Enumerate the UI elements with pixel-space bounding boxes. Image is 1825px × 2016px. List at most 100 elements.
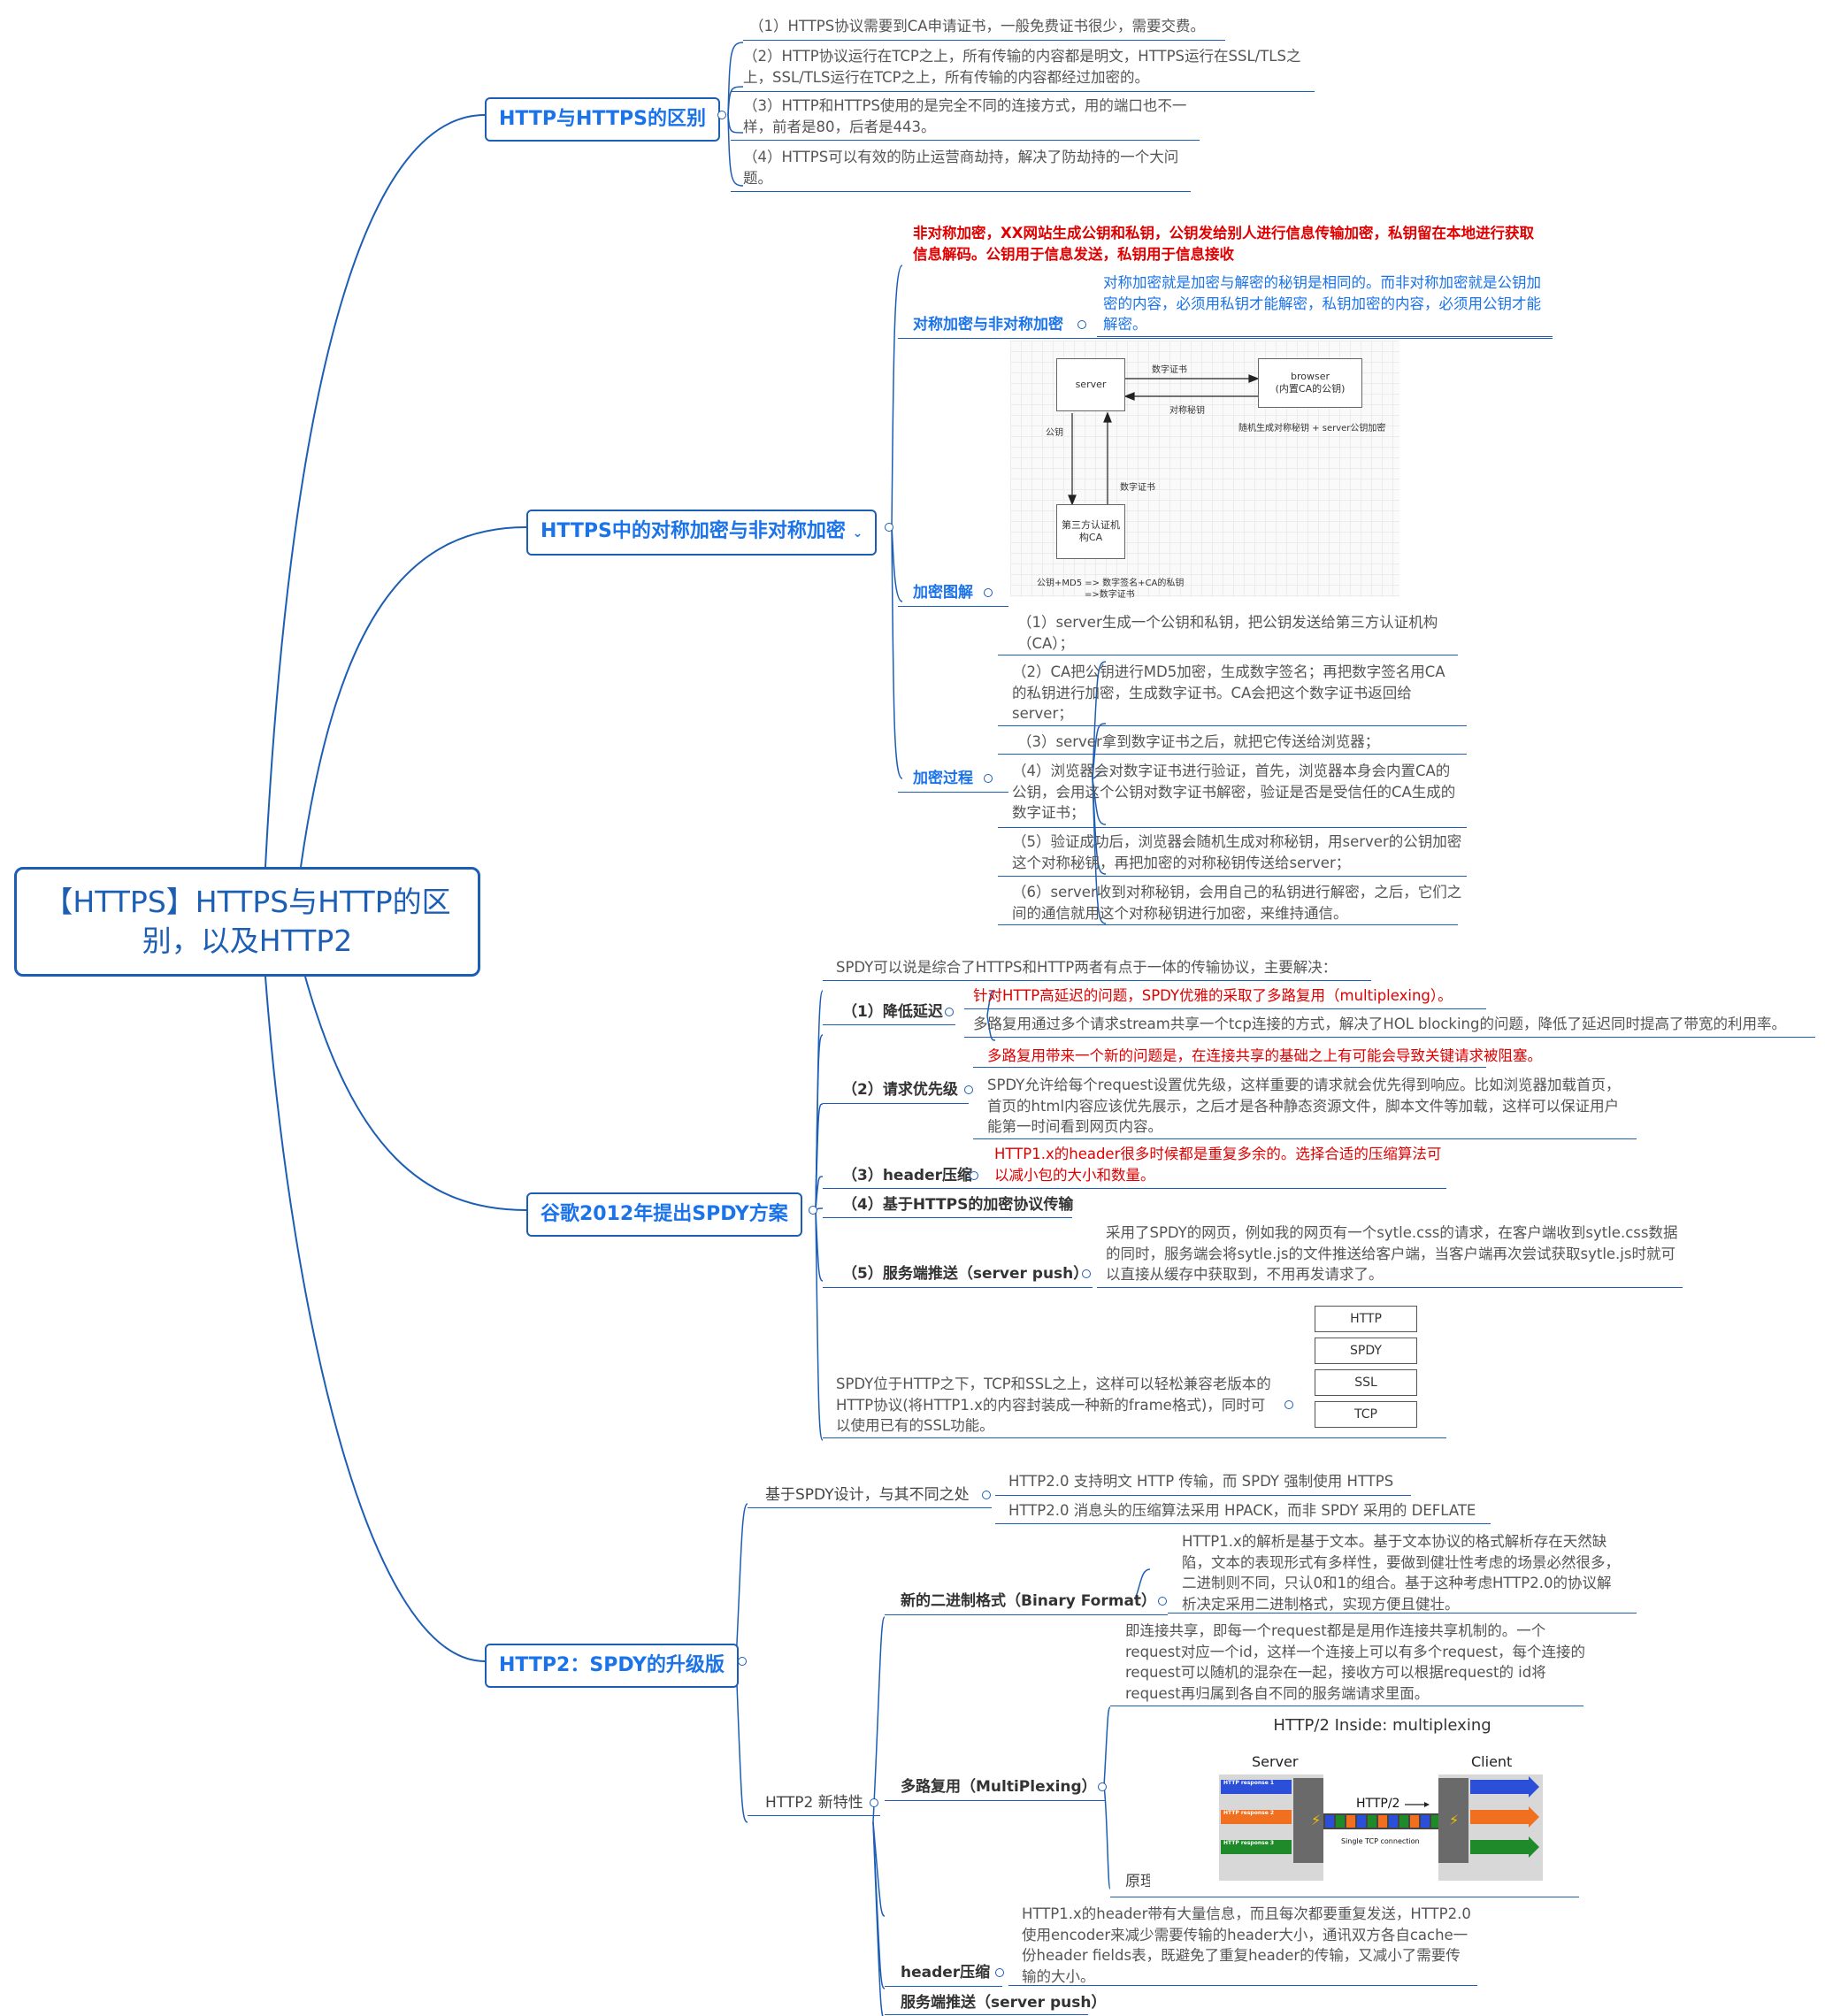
sub-diff[interactable]: 基于SPDY设计，与其不同之处 xyxy=(765,1486,970,1504)
feature-binary[interactable]: 新的二进制格式（Binary Format） xyxy=(901,1592,1157,1610)
feature-multiplexing[interactable]: 多路复用（MultiPlexing） xyxy=(901,1778,1097,1796)
priority-note: SPDY允许给每个request设置优先级，这样重要的请求就会优先得到响应。比如… xyxy=(987,1077,1621,1135)
divider xyxy=(823,1188,1446,1189)
divider xyxy=(885,1614,1168,1615)
topic-spdy[interactable]: 谷歌2012年提出SPDY方案 xyxy=(526,1192,802,1237)
collapse-toggle-icon[interactable] xyxy=(1077,320,1086,329)
sub-sym-asym[interactable]: 对称加密与非对称加密 xyxy=(913,316,1063,333)
mux-server-label: Server xyxy=(1252,1753,1299,1770)
divider xyxy=(823,980,1371,981)
step-3: （3）server拿到数字证书之后，就把它传送给浏览器； xyxy=(1017,733,1380,750)
divider xyxy=(964,1008,1486,1009)
divider xyxy=(823,1217,1072,1218)
collapse-toggle-icon[interactable] xyxy=(870,1798,878,1807)
cert-side-label: 数字证书 xyxy=(1120,483,1155,493)
browser-box-label: browser xyxy=(1290,371,1330,382)
collapse-toggle-icon[interactable] xyxy=(738,1657,747,1666)
stack-spdy: SPDY xyxy=(1315,1338,1417,1364)
divider xyxy=(731,91,1315,92)
latency-red: 针对HTTP高延迟的问题，SPDY优雅的采取了多路复用（multiplexing… xyxy=(973,987,1453,1004)
mux-title: HTTP/2 Inside: multiplexing xyxy=(1273,1716,1491,1735)
b1-note-4: （4）HTTPS可以有效的防止运营商劫持，解决了防劫持的一个大问题。 xyxy=(743,149,1179,187)
mux-client-label: Client xyxy=(1471,1753,1513,1770)
collapse-toggle-icon[interactable] xyxy=(809,1206,817,1215)
step-6: （6）server收到对称秘钥，会用自己的私钥进行解密，之后，它们之间的通信就用… xyxy=(1012,884,1462,922)
pubkey-label: 公钥 xyxy=(1046,428,1063,438)
spdy-intro: SPDY可以说是综合了HTTPS和HTTP两者有点于一体的传输协议，主要解决： xyxy=(836,959,1338,976)
random-key-label: 随机生成对称秘钥 + server公钥加密 xyxy=(1238,424,1386,433)
divider xyxy=(998,876,1467,877)
latency-note: 多路复用通过多个请求stream共享一个tcp连接的方式，解决了HOL bloc… xyxy=(973,1016,1786,1032)
collapse-toggle-icon[interactable] xyxy=(984,774,993,783)
asymmetric-note: 非对称加密，XX网站生成公钥和私钥，公钥发给别人进行信息传输加密，私钥留在本地进… xyxy=(913,225,1534,263)
divider xyxy=(823,1437,1446,1438)
b1-note-2: （2）HTTP协议运行在TCP之上，所有传输的内容都是明文，HTTPS运行在SS… xyxy=(743,48,1301,86)
encryption-diagram: server browser (内置CA的公钥) 第三方认证机 构CA 数字证书… xyxy=(1010,341,1399,600)
mux-conn-label: Single TCP connection xyxy=(1341,1837,1420,1845)
divider xyxy=(898,792,1008,793)
ca-box-sublabel: 构CA xyxy=(1078,532,1103,543)
sym-key-label: 对称秘钥 xyxy=(1169,406,1205,416)
collapse-toggle-icon[interactable] xyxy=(945,1008,954,1016)
topic-encryption-label: HTTPS中的对称加密与非对称加密 xyxy=(541,520,846,542)
topic-http2[interactable]: HTTP2：SPDY的升级版 xyxy=(485,1644,739,1688)
topic-http-vs-https[interactable]: HTTP与HTTPS的区别 xyxy=(485,97,720,142)
sub-server-push[interactable]: （5）服务端推送（server push） xyxy=(842,1265,1089,1283)
sub-latency[interactable]: （1）降低延迟 xyxy=(842,1003,943,1021)
collapse-toggle-icon[interactable] xyxy=(1284,1400,1293,1409)
divider xyxy=(885,1800,1106,1801)
divider xyxy=(964,1037,1815,1038)
feature-server-push[interactable]: 服务端推送（server push） xyxy=(901,1994,1107,2012)
feature-header-compress[interactable]: header压缩 xyxy=(901,1964,991,1982)
chevron-down-icon[interactable]: ⌄ xyxy=(852,526,863,540)
collapse-toggle-icon[interactable] xyxy=(984,588,993,597)
binary-note: HTTP1.x的解析是基于文本。基于文本协议的格式解析存在天然缺陷，文本的表现形… xyxy=(1182,1533,1620,1613)
topic-encryption[interactable]: HTTPS中的对称加密与非对称加密 ⌄ xyxy=(526,510,878,556)
divider xyxy=(885,2014,1088,2015)
ca-box-label: 第三方认证机 xyxy=(1062,519,1120,531)
collapse-toggle-icon[interactable] xyxy=(964,1085,973,1094)
diff-note-2: HTTP2.0 消息头的压缩算法采用 HPACK，而非 SPDY 采用的 DEF… xyxy=(1008,1502,1476,1519)
collapse-toggle-icon[interactable] xyxy=(1098,1782,1107,1791)
sub-header-compress[interactable]: （3）header压缩 xyxy=(842,1167,973,1184)
collapse-toggle-icon[interactable] xyxy=(1158,1597,1167,1606)
sub-diagram[interactable]: 加密图解 xyxy=(913,584,973,602)
sub-https-transport[interactable]: （4）基于HTTPS的加密协议传输 xyxy=(842,1196,1074,1214)
divider xyxy=(823,1024,955,1025)
sub-priority[interactable]: （2）请求优先级 xyxy=(842,1081,958,1099)
divider xyxy=(998,754,1467,755)
mux-streams: ⚡ ⚡ xyxy=(1219,1775,1543,1881)
divider xyxy=(995,1495,1411,1496)
spdy-layer-note: SPDY位于HTTP之下，TCP和SSL之上，这样可以轻松兼容老版本的HTTP协… xyxy=(836,1376,1271,1434)
divider xyxy=(898,606,1008,607)
root-topic[interactable]: 【HTTPS】HTTPS与HTTP的区别，以及HTTP2 xyxy=(14,867,480,977)
formula-label: 公钥+MD5 => 数字签名+CA的私钥 xyxy=(1037,579,1185,588)
priority-red: 多路复用带来一个新的问题是，在连接共享的基础之上有可能会导致关键请求被阻塞。 xyxy=(987,1047,1542,1064)
server-box: server xyxy=(1056,358,1125,411)
collapse-toggle-icon[interactable] xyxy=(970,1171,978,1180)
sub-features[interactable]: HTTP2 新特性 xyxy=(765,1794,863,1812)
browser-box: browser (内置CA的公钥) xyxy=(1258,358,1362,408)
sym-asym-note: 对称加密就是加密与解密的秘钥是相同的。而非对称加密就是公钥加密的内容，必须用私钥… xyxy=(1103,274,1541,333)
divider xyxy=(823,1287,1093,1288)
collapse-toggle-icon[interactable] xyxy=(995,1968,1004,1977)
divider xyxy=(995,1523,1491,1524)
step-5: （5）验证成功后，浏览器会随机生成对称秘钥，用server的公钥加密这个对称秘钥… xyxy=(1012,833,1462,871)
ca-box: 第三方认证机 构CA xyxy=(1056,504,1125,559)
collapse-toggle-icon[interactable] xyxy=(717,111,726,119)
divider xyxy=(743,40,1225,41)
divider xyxy=(998,725,1467,726)
collapse-toggle-icon[interactable] xyxy=(1082,1269,1091,1278)
collapse-toggle-icon[interactable] xyxy=(885,523,893,532)
divider xyxy=(885,1986,1002,1987)
sub-process[interactable]: 加密过程 xyxy=(913,770,973,787)
multiplexing-note: 即连接共享，即每一个request都是是用作连接共享机制的。一个request对… xyxy=(1125,1622,1585,1702)
svg-text:⚡: ⚡ xyxy=(1449,1812,1459,1828)
divider xyxy=(1097,336,1553,337)
collapse-toggle-icon[interactable] xyxy=(982,1491,991,1499)
divider xyxy=(1168,1613,1637,1614)
header-red: HTTP1.x的header很多时候都是重复多余的。选择合适的压缩算法可以减小包… xyxy=(994,1146,1442,1184)
mux-response-3: HTTP response 3 xyxy=(1223,1840,1275,1846)
